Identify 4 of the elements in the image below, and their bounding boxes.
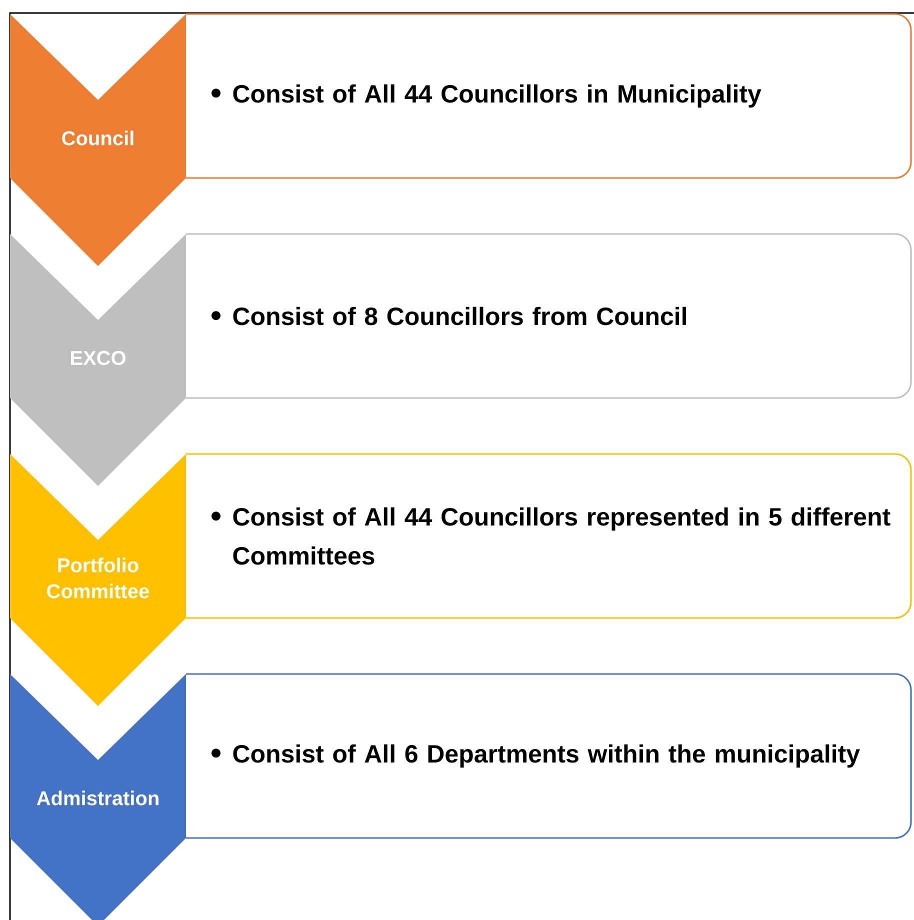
text-box: Consist of All 44 Councillors in Municipality: [186, 13, 912, 179]
text-box: Consist of All 6 Departments within the municipality: [186, 673, 912, 839]
text-box: Consist of 8 Councillors from Council: [186, 233, 912, 399]
text-box: Consist of All 44 Councillors represented in 5 different Committees: [186, 453, 912, 619]
